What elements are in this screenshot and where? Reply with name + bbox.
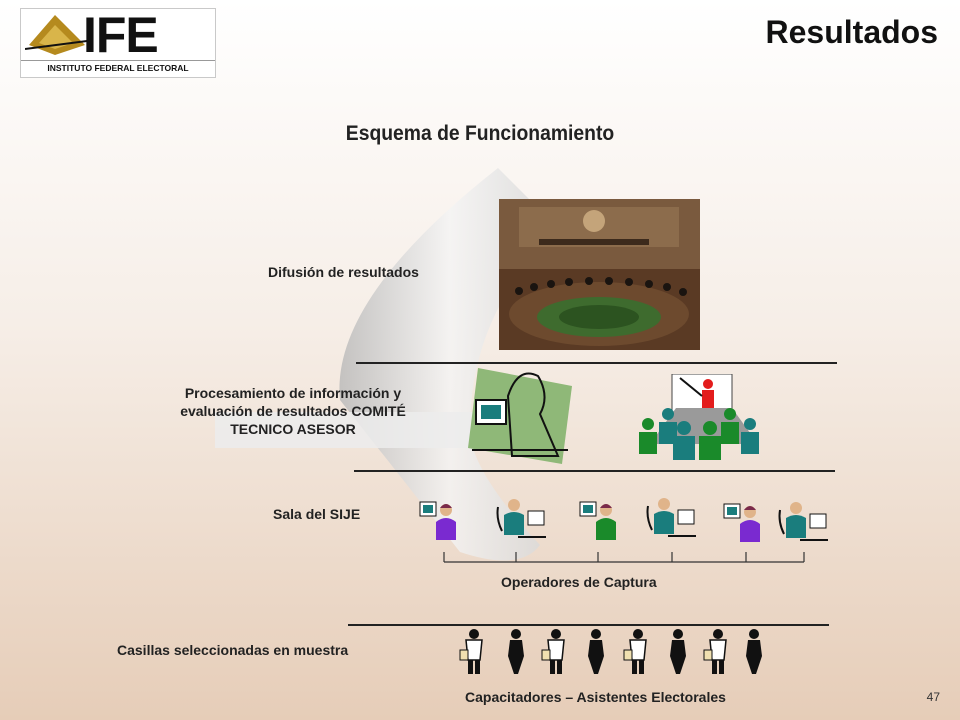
operator-icon-male	[646, 498, 696, 537]
council-session-photo	[499, 199, 700, 350]
operator-icon-female	[419, 501, 456, 540]
eagle-emblem-icon	[25, 15, 87, 55]
ife-logo: IFE INSTITUTO FEDERAL ELECTORAL	[20, 8, 216, 78]
assistants-caption: Capacitadores – Asistentes Electorales	[465, 689, 726, 705]
electoral-assistants-icon-row	[459, 629, 762, 674]
page-number: 47	[926, 690, 940, 704]
analyst-at-computer-icon	[468, 368, 572, 464]
operator-icon-male	[496, 499, 546, 538]
level-label-casillas: Casillas seleccionadas en muestra	[117, 642, 349, 658]
divider-line	[354, 470, 835, 472]
presenter-audience-icon	[639, 374, 759, 460]
logo-word: IFE	[83, 7, 159, 63]
diagram-title: Esquema de Funcionamiento	[345, 122, 615, 145]
divider-line	[356, 362, 837, 364]
operators-bracket	[443, 552, 805, 563]
operators-caption: Operadores de Captura	[501, 574, 657, 590]
label-line: TECNICO ASESOR	[230, 421, 356, 437]
level-label-difusion: Difusión de resultados	[268, 264, 419, 280]
logo-subtext: INSTITUTO FEDERAL ELECTORAL	[21, 60, 215, 75]
divider-line	[348, 624, 829, 626]
page-title: Resultados	[765, 14, 938, 50]
label-line: Procesamiento de información y	[184, 385, 402, 401]
operator-icon-female	[723, 503, 760, 542]
operator-icon-male	[778, 502, 828, 541]
level-label-sala-sije: Sala del SIJE	[273, 506, 361, 522]
label-line: evaluación de resultados COMITÉ	[180, 403, 406, 419]
level-label-procesamiento: Procesamiento de información y evaluació…	[150, 384, 436, 438]
operator-icon-female	[579, 501, 616, 540]
